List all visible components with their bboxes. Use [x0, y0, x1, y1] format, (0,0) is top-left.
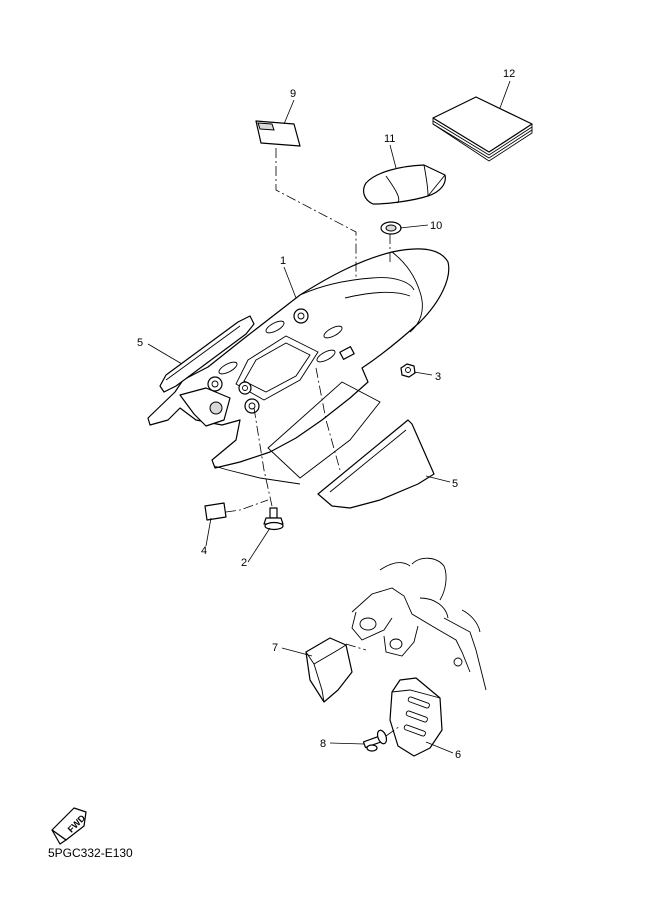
part-7-cover	[305, 637, 353, 703]
callout-7: 7	[272, 642, 278, 654]
callout-3: 3	[435, 371, 441, 383]
callouts: 12 9 11 10 1 5 3 5 4 2 7 8 6	[137, 68, 515, 761]
part-1-rear-fender: FW	[147, 248, 450, 499]
part-2-bolt	[263, 507, 284, 531]
callout-2: 2	[241, 557, 247, 569]
callout-5-right: 5	[452, 478, 458, 490]
callout-10: 10	[430, 220, 442, 232]
part-8-screw	[362, 729, 388, 752]
part-5-left-decal	[159, 315, 255, 393]
frame-section	[351, 557, 487, 691]
part-11-pouch	[363, 164, 446, 205]
part-5-right-decal	[267, 381, 435, 509]
part-6-guard	[389, 677, 443, 757]
assembly-lines	[225, 148, 401, 737]
callout-4: 4	[201, 545, 207, 557]
part-4-pad	[204, 502, 227, 521]
part-3-nut	[400, 363, 416, 378]
callout-8: 8	[320, 738, 326, 750]
leader-lines	[147, 80, 511, 754]
diagram-code: 5PGC332-E130	[48, 846, 133, 860]
callout-12: 12	[503, 68, 515, 80]
fwd-arrow-icon: FWD	[51, 807, 88, 845]
callout-1: 1	[280, 255, 286, 267]
callout-5-left: 5	[137, 337, 143, 349]
part-12-sheet-stack	[432, 96, 533, 162]
part-9-label	[255, 120, 301, 147]
callout-9: 9	[290, 88, 296, 100]
callout-6: 6	[455, 749, 461, 761]
callout-11: 11	[384, 133, 395, 145]
part-10-grommet	[380, 221, 402, 235]
